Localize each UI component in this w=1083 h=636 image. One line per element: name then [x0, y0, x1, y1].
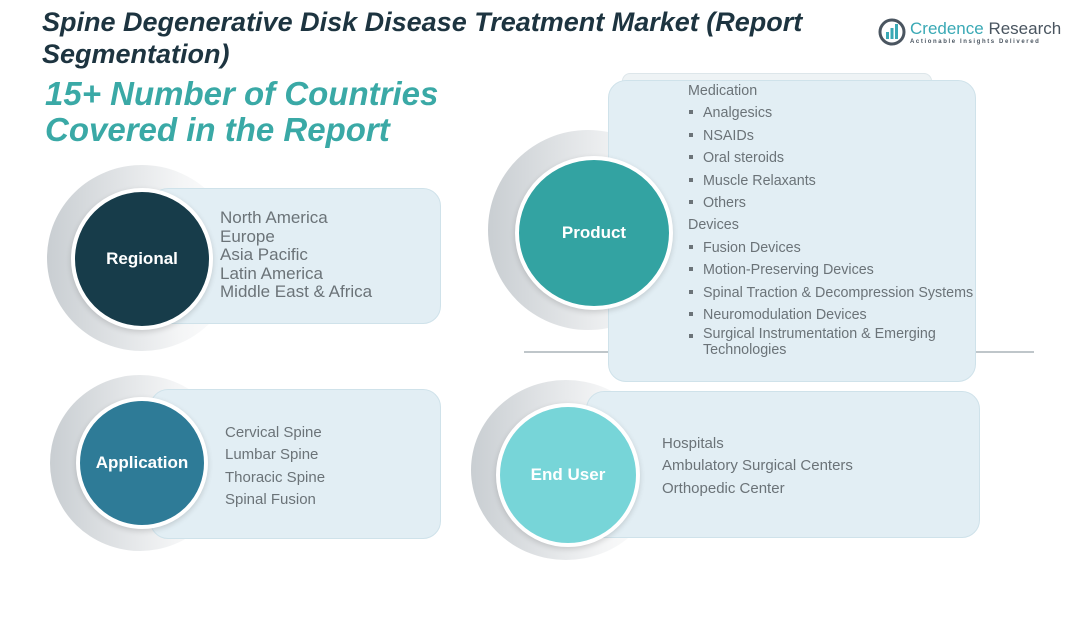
regional-circle: Regional [71, 188, 213, 330]
list-item: Orthopedic Center [662, 479, 785, 497]
list-item: Analgesics [688, 102, 973, 124]
regional-list: North America Europe Asia Pacific Latin … [220, 208, 373, 302]
regional-label: Regional [106, 249, 178, 268]
list-item: Thoracic Spine [225, 468, 326, 486]
application-label: Application [95, 453, 189, 472]
list-item: Motion-Preserving Devices [688, 259, 973, 281]
list-item: Latin America [220, 263, 323, 283]
page-title: Spine Degenerative Disk Disease Treatmen… [42, 7, 803, 69]
bar-chart-logo-icon [878, 18, 906, 46]
list-item: Spinal Traction & Decompression Systems [688, 282, 973, 304]
subtitle-line-1: 15+ Number of Countries [45, 75, 439, 112]
list-item: Muscle Relaxants [688, 170, 973, 192]
application-list: Cervical Spine Lumbar Spine Thoracic Spi… [225, 422, 325, 511]
list-item: Middle East & Africa [220, 282, 373, 302]
list-item: Surgical Instrumentation & Emerging Tech… [688, 326, 953, 358]
product-label: Product [561, 223, 627, 242]
list-item: NSAIDs [688, 125, 973, 147]
list-item: Cervical Spine [225, 424, 322, 441]
list-item: Others [688, 192, 973, 214]
group-heading-devices: Devices [688, 217, 739, 234]
subtitle-line-2: Covered in the Report [45, 111, 390, 148]
list-item: Lumbar Spine [225, 446, 319, 464]
logo-tagline: Actionable Insights Delivered [910, 39, 1041, 45]
list-item: North America [220, 208, 328, 227]
list-item: Europe [220, 226, 275, 246]
end-user-circle: End User [496, 403, 640, 547]
product-list: Medication Analgesics NSAIDs Oral steroi… [688, 80, 973, 358]
list-item: Spinal Fusion [225, 490, 316, 508]
countries-subtitle: 15+ Number of Countries Covered in the R… [45, 76, 438, 148]
application-circle: Application [76, 397, 208, 529]
credence-logo: Credence Research Actionable Insights De… [878, 18, 1061, 46]
list-item: Neuromodulation Devices [688, 304, 973, 326]
end-user-box [586, 391, 980, 538]
end-user-label: End User [530, 465, 606, 484]
logo-name-a: Credence [910, 19, 984, 38]
logo-name-b: Research [983, 19, 1062, 38]
list-item: Hospitals [662, 435, 724, 452]
product-circle: Product [515, 156, 673, 310]
list-item: Oral steroids [688, 147, 973, 169]
list-item: Ambulatory Surgical Centers [662, 457, 853, 475]
group-heading-medication: Medication [688, 83, 758, 99]
list-item: Asia Pacific [220, 245, 308, 265]
list-item: Fusion Devices [688, 237, 973, 259]
end-user-list: Hospitals Ambulatory Surgical Centers Or… [662, 433, 853, 500]
